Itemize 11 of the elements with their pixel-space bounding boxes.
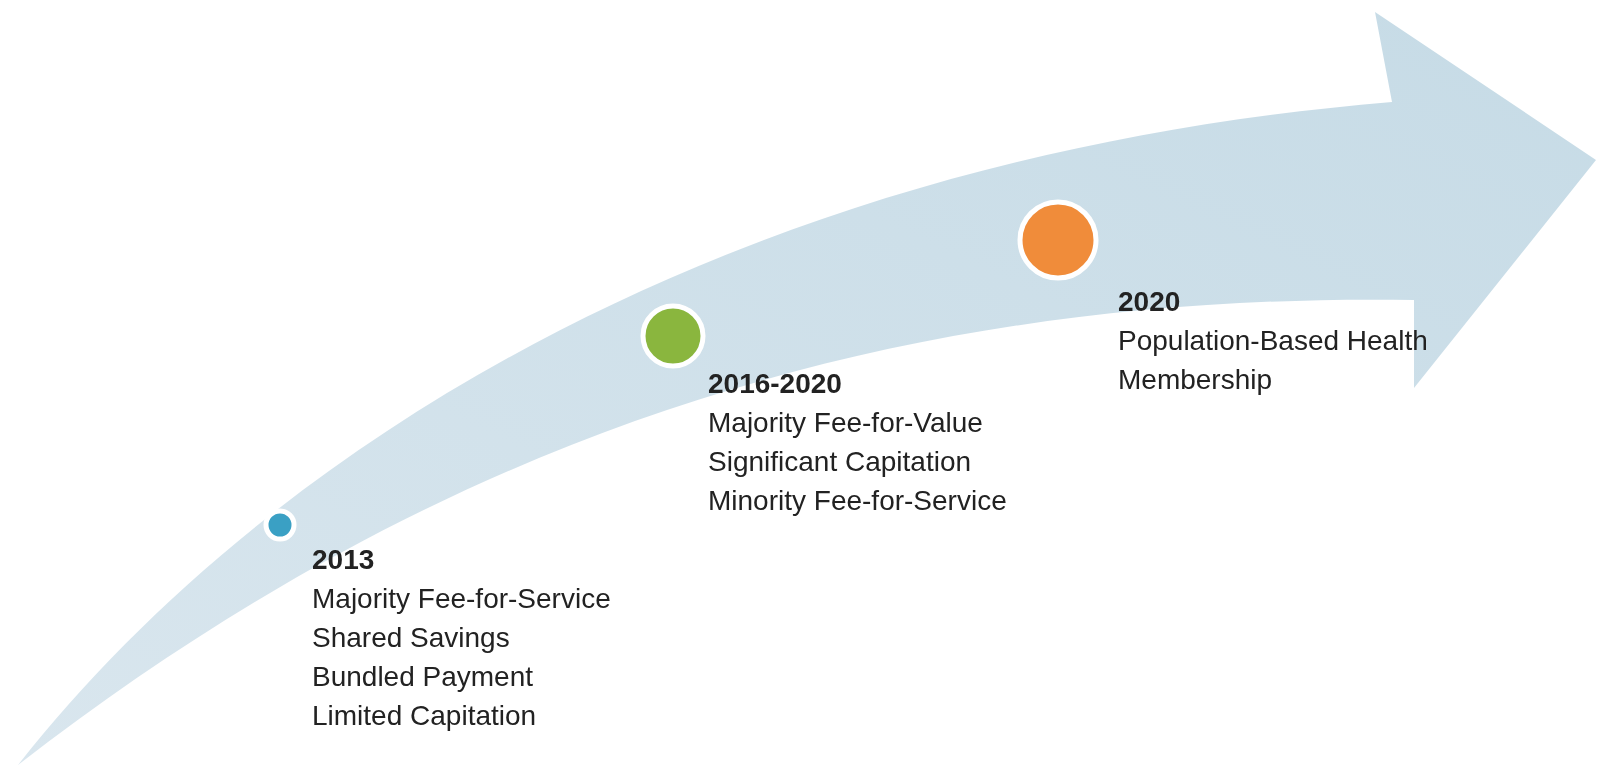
milestone-text: Shared Savings bbox=[312, 621, 510, 655]
milestone-text: Bundled Payment bbox=[312, 660, 534, 694]
milestone-text: Significant Capitation bbox=[708, 445, 972, 479]
year-heading: 2016-2020 bbox=[708, 367, 842, 401]
year-heading: 2013 bbox=[312, 543, 375, 577]
milestone-text: Majority Fee-for-Value bbox=[708, 406, 983, 440]
year-heading: 2020 bbox=[1118, 285, 1181, 319]
milestone-text: Majority Fee-for-Service bbox=[312, 582, 611, 616]
milestone-text: Minority Fee-for-Service bbox=[708, 484, 1007, 518]
milestone-text: Limited Capitation bbox=[312, 699, 537, 733]
milestone-text: Population-Based Health Membership bbox=[1118, 324, 1429, 397]
